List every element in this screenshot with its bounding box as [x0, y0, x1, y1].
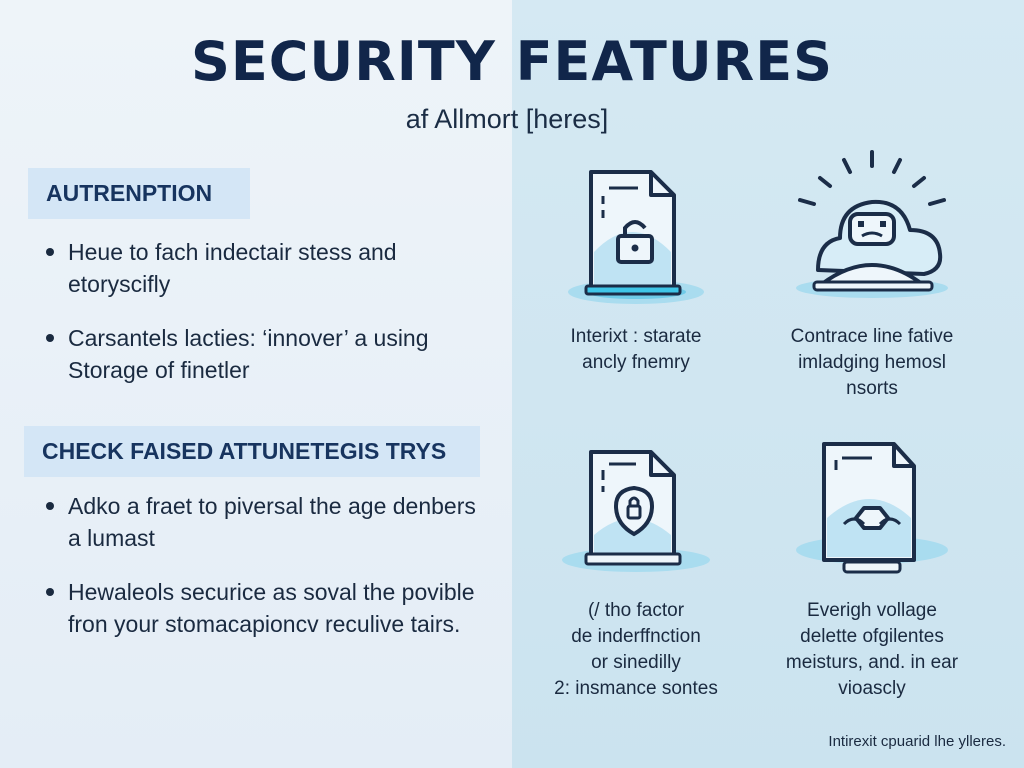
cloud-gamepad-icon: [782, 150, 962, 300]
document-lock-icon: [546, 160, 726, 310]
page-title: SECURITY FEATURES: [190, 30, 834, 93]
bullet-dot-icon: [46, 588, 54, 596]
section-heading-autrenption: AUTRENPTION: [28, 168, 250, 219]
section-heading-check: CHECK FAISED ATTUNETEGIS TRYS: [24, 426, 480, 477]
bullet-text: Adko a fraet to piversal the age denbers…: [68, 493, 476, 551]
bullet-item: Hewaleols securice as soval the povible …: [42, 576, 482, 640]
bullet-text: Heue to fach indectair stess and etorysc…: [68, 239, 397, 297]
bullet-text: Carsantels lacties: ‘innover’ a using St…: [68, 325, 429, 383]
section2-bullet-list: Adko a fraet to piversal the age denbers…: [42, 490, 482, 662]
left-panel-background: [0, 0, 512, 768]
document-hexagon-icon: [782, 440, 962, 590]
bullet-dot-icon: [46, 502, 54, 510]
right-panel-background: [512, 0, 1024, 768]
bullet-item: Heue to fach indectair stess and etorysc…: [42, 236, 482, 300]
feature-caption-2: Contrace line fative imladging hemosl ns…: [790, 326, 954, 399]
page-subtitle: af Allmort [heres]: [405, 104, 609, 134]
section1-bullet-list: Heue to fach indectair stess and etorysc…: [42, 236, 482, 408]
bullet-dot-icon: [46, 334, 54, 342]
feature-caption-3: (/ tho factor de inderffnction or sinedi…: [554, 600, 718, 699]
document-shield-icon: [546, 440, 726, 590]
bullet-text: Hewaleols securice as soval the povible …: [68, 579, 475, 637]
footer-note: Intirexit cpuarid lhe ylleres.: [828, 733, 1006, 750]
bullet-item: Adko a fraet to piversal the age denbers…: [42, 490, 482, 554]
feature-caption-4: Everigh vollage delette ofgilentes meist…: [785, 600, 959, 699]
bullet-dot-icon: [46, 248, 54, 256]
feature-caption-1: Interixt : starate ancly fnemry: [570, 326, 702, 373]
bullet-item: Carsantels lacties: ‘innover’ a using St…: [42, 322, 482, 386]
